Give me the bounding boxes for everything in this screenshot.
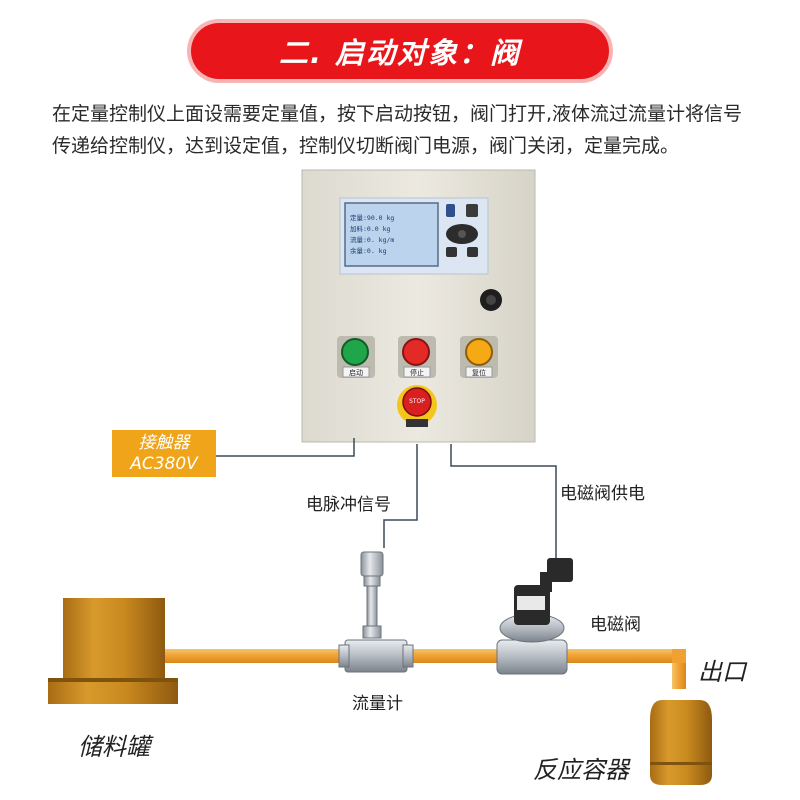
storage-tank [48, 598, 178, 704]
contactor-box: 接触器 AC380V [112, 430, 216, 477]
start-button[interactable] [337, 336, 375, 378]
emergency-stop-button[interactable] [397, 385, 437, 427]
reaction-vessel [650, 700, 712, 785]
estop-button-label: STOP [409, 398, 425, 405]
page-title: 二. 启动对象：阀 [278, 36, 522, 70]
outlet-label: 出口 [698, 658, 746, 686]
pulse-signal-label: 电脉冲信号 [306, 495, 391, 515]
solenoid-valve [496, 558, 573, 675]
lcd-line-setpoint: 定量:90.0 kg [350, 214, 395, 222]
stop-button-label: 停止 [410, 369, 424, 377]
description-text: 在定量控制仪上面设需要定量值，按下启动按钮，阀门打开,液体流过流量计将信号传递给… [52, 103, 743, 157]
contactor-label: 接触器 [138, 433, 190, 453]
lcd-line-fed: 加料:0.0 kg [350, 225, 391, 233]
solenoid-valve-label: 电磁阀 [590, 615, 641, 635]
start-button-label: 启动 [349, 369, 363, 377]
lcd-line-remaining: 余量:0. kg [350, 247, 387, 255]
contactor-voltage: AC380V [130, 454, 198, 474]
reaction-vessel-label: 反应容器 [533, 756, 629, 784]
stop-button[interactable] [398, 336, 436, 378]
reset-button[interactable] [460, 336, 498, 378]
flowmeter-label: 流量计 [352, 694, 403, 714]
signal-wires [216, 438, 557, 560]
lcd-display: 定量:90.0 kg 加料:0.0 kg 流量:0. kg/m 余量:0. kg [350, 213, 432, 265]
flowmeter [338, 551, 414, 673]
storage-tank-label: 储料罐 [78, 733, 150, 761]
pipeline [165, 649, 686, 689]
lcd-line-flow: 流量:0. kg/m [350, 236, 395, 244]
reset-button-label: 复位 [472, 369, 486, 377]
valve-power-label: 电磁阀供电 [560, 484, 645, 504]
title-banner: 二. 启动对象：阀 [191, 23, 609, 79]
